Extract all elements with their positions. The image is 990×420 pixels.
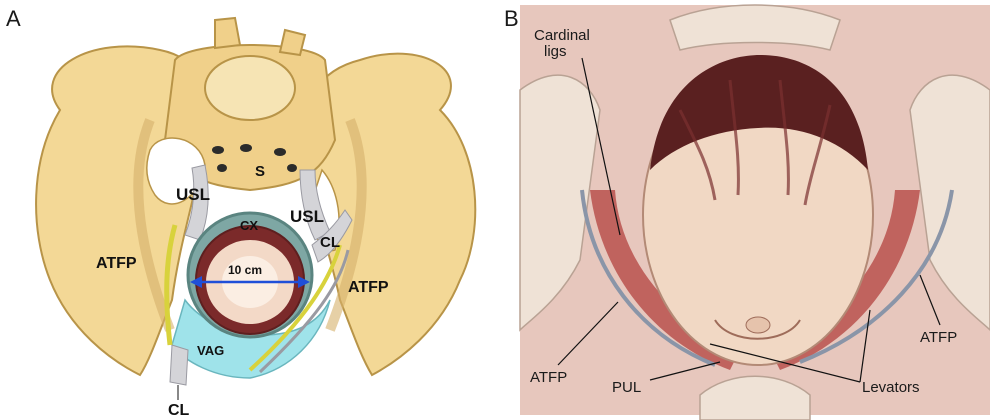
fetal-nose (746, 317, 770, 333)
panel-a-pelvis-diagram: A (0, 0, 500, 420)
spinous-process (215, 18, 240, 48)
pelvic-floor-illustration: Cardinal ligs ATFP PUL ATFP Levators (500, 0, 990, 420)
label-cardinal-line1: Cardinal (534, 27, 590, 44)
sacral-foramen (217, 164, 227, 172)
label-measure: 10 cm (228, 263, 262, 277)
label-cervix: CX (240, 218, 258, 233)
panel-b-anatomy-illustration: B Cardinal ligs ATFP PUL ATFP Levator (500, 0, 990, 420)
sacral-top (670, 5, 840, 50)
lumbar-vertebra (205, 56, 295, 120)
left-cardinal-ligament-lower (170, 345, 188, 385)
sacral-foramen (274, 148, 286, 156)
label-vagina: VAG (197, 343, 224, 358)
label-cl-right: CL (320, 234, 340, 251)
sacral-foramen (212, 146, 224, 154)
label-levators: Levators (862, 379, 920, 396)
spinous-process-2 (280, 30, 305, 55)
label-usl-left: USL (176, 185, 210, 204)
sacral-foramen (240, 144, 252, 152)
label-sacrum: S (255, 163, 265, 180)
pelvis-illustration: S USL USL CX CL ATFP ATFP 10 cm VAG CL (0, 0, 500, 420)
sacral-foramen (287, 164, 297, 172)
label-cl-bottom: CL (168, 402, 190, 419)
label-atfp-left: ATFP (530, 369, 567, 386)
label-atfp-right: ATFP (920, 329, 957, 346)
label-pul: PUL (612, 379, 641, 396)
label-cardinal-line2: ligs (544, 43, 567, 60)
label-atfp-right: ATFP (348, 279, 389, 296)
label-usl-right: USL (290, 207, 324, 226)
label-atfp-left: ATFP (96, 255, 137, 272)
